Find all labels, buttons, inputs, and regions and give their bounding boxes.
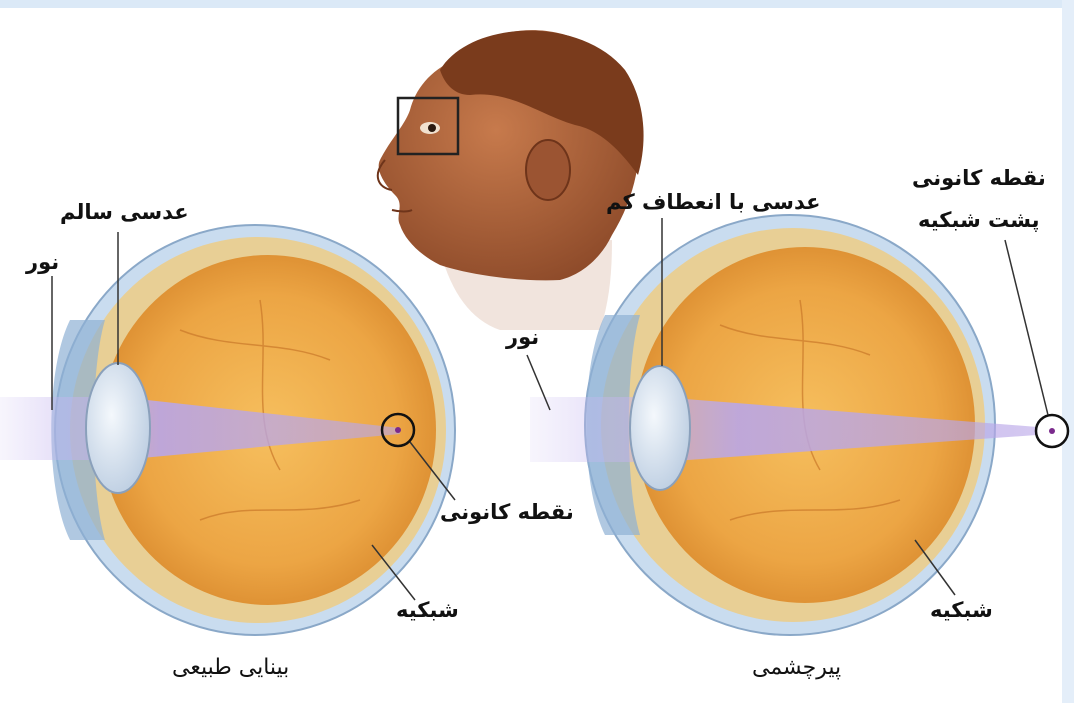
eye-hyperopia-lens — [630, 366, 690, 490]
caption-hyperopia: پیرچشمی — [752, 655, 841, 681]
frame-right — [1062, 0, 1074, 703]
label-normal-retina: شبکیه — [396, 598, 459, 623]
label-normal-light: نور — [26, 250, 59, 275]
label-hyperopia-focal-line1: نقطه کانونی — [912, 166, 1046, 191]
label-hyperopia-focal-line2: پشت شبکیه — [918, 208, 1040, 233]
eye-normal-lens — [86, 363, 150, 493]
caption-normal-vision: بینایی طبیعی — [172, 655, 289, 681]
label-hyperopia-light: نور — [506, 325, 539, 350]
label-normal-focal-point: نقطه کانونی — [440, 500, 574, 525]
label-hyperopia-retina: شبکیه — [930, 598, 993, 623]
label-normal-lens: عدسی سالم — [60, 200, 189, 225]
frame-top — [0, 0, 1074, 8]
ear — [526, 140, 570, 200]
label-hyperopia-lens: عدسی با انعطاف کم — [606, 190, 820, 215]
